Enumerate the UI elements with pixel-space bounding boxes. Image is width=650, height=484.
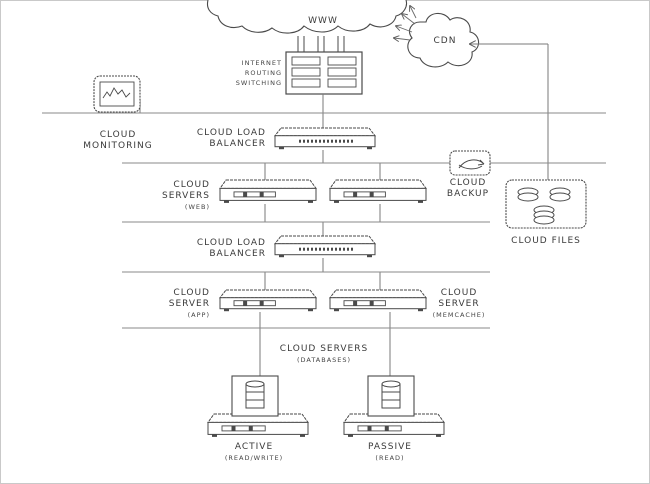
database-passive bbox=[367, 375, 415, 417]
web-server-2 bbox=[329, 179, 427, 203]
cdn-distribution-arrows bbox=[394, 6, 417, 40]
db-servers-title: CLOUD SERVERS bbox=[279, 344, 369, 354]
www-label: WWW bbox=[308, 16, 338, 26]
cloud-files-device bbox=[505, 179, 587, 229]
web-servers-line1: CLOUD bbox=[173, 180, 210, 190]
lb2-label-line2: BALANCER bbox=[209, 249, 266, 259]
web-servers-label: CLOUD SERVERS (WEB) bbox=[146, 180, 210, 213]
monitoring-label: CLOUD MONITORING bbox=[76, 130, 160, 152]
memcache-sub: (MEMCACHE) bbox=[432, 311, 486, 319]
load-balancer-1 bbox=[273, 127, 377, 150]
database-servers-label: CLOUD SERVERS (DATABASES) bbox=[262, 344, 386, 366]
active-db-label: ACTIVE (READ/WRITE) bbox=[214, 442, 294, 464]
router-uplinks bbox=[297, 36, 345, 52]
passive-title: PASSIVE bbox=[368, 442, 412, 452]
lb2-label-line1: CLOUD LOAD bbox=[196, 238, 266, 248]
app-server-sub: (APP) bbox=[187, 311, 210, 319]
routing-label-line2: ROUTING bbox=[244, 69, 282, 77]
monitoring-label-line1: CLOUD bbox=[99, 130, 137, 140]
app-server bbox=[218, 289, 318, 312]
backup-label-line1: CLOUD bbox=[449, 178, 487, 188]
memcache-server bbox=[328, 289, 428, 312]
routing-label-line1: INTERNET bbox=[241, 59, 282, 67]
backup-label: CLOUD BACKUP bbox=[438, 178, 498, 200]
load-balancer-1-label: CLOUD LOAD BALANCER bbox=[186, 128, 266, 150]
db-passive-server bbox=[343, 413, 445, 437]
load-balancer-2-label: CLOUD LOAD BALANCER bbox=[186, 238, 266, 260]
cloud-backup-device bbox=[449, 150, 491, 176]
network-segments bbox=[42, 112, 606, 329]
web-servers-line2: SERVERS bbox=[162, 191, 210, 201]
cloud-monitoring-device bbox=[93, 75, 141, 113]
internet-cloud bbox=[206, 0, 408, 34]
memcache-line1: CLOUD bbox=[440, 288, 478, 298]
backup-label-line2: BACKUP bbox=[446, 189, 490, 199]
database-active bbox=[231, 375, 279, 417]
app-server-line1: CLOUD bbox=[173, 288, 210, 298]
db-active-server bbox=[207, 413, 309, 437]
active-sub: (READ/WRITE) bbox=[224, 454, 284, 462]
routing-label-line3: SWITCHING bbox=[235, 79, 282, 87]
passive-sub: (READ) bbox=[375, 454, 405, 462]
app-server-line2: SERVER bbox=[168, 299, 210, 309]
web-server-1 bbox=[219, 179, 317, 203]
monitoring-label-line2: MONITORING bbox=[83, 141, 153, 151]
lb1-label-line1: CLOUD LOAD bbox=[196, 128, 266, 138]
load-balancer-2 bbox=[273, 235, 377, 258]
web-servers-sub: (WEB) bbox=[184, 203, 210, 211]
cloud-files-label: CLOUD FILES bbox=[511, 236, 581, 246]
app-server-label: CLOUD SERVER (APP) bbox=[150, 288, 210, 321]
active-title: ACTIVE bbox=[234, 442, 274, 452]
passive-db-label: PASSIVE (READ) bbox=[350, 442, 430, 464]
db-servers-sub: (DATABASES) bbox=[296, 356, 352, 364]
cdn-label: CDN bbox=[433, 36, 457, 46]
memcache-line2: SERVER bbox=[438, 299, 480, 309]
memcache-server-label: CLOUD SERVER (MEMCACHE) bbox=[424, 288, 494, 321]
internet-routing-switch bbox=[285, 51, 363, 95]
trunk-lines bbox=[139, 44, 549, 376]
routing-label: INTERNET ROUTING SWITCHING bbox=[206, 58, 282, 88]
lb1-label-line2: BALANCER bbox=[209, 139, 266, 149]
